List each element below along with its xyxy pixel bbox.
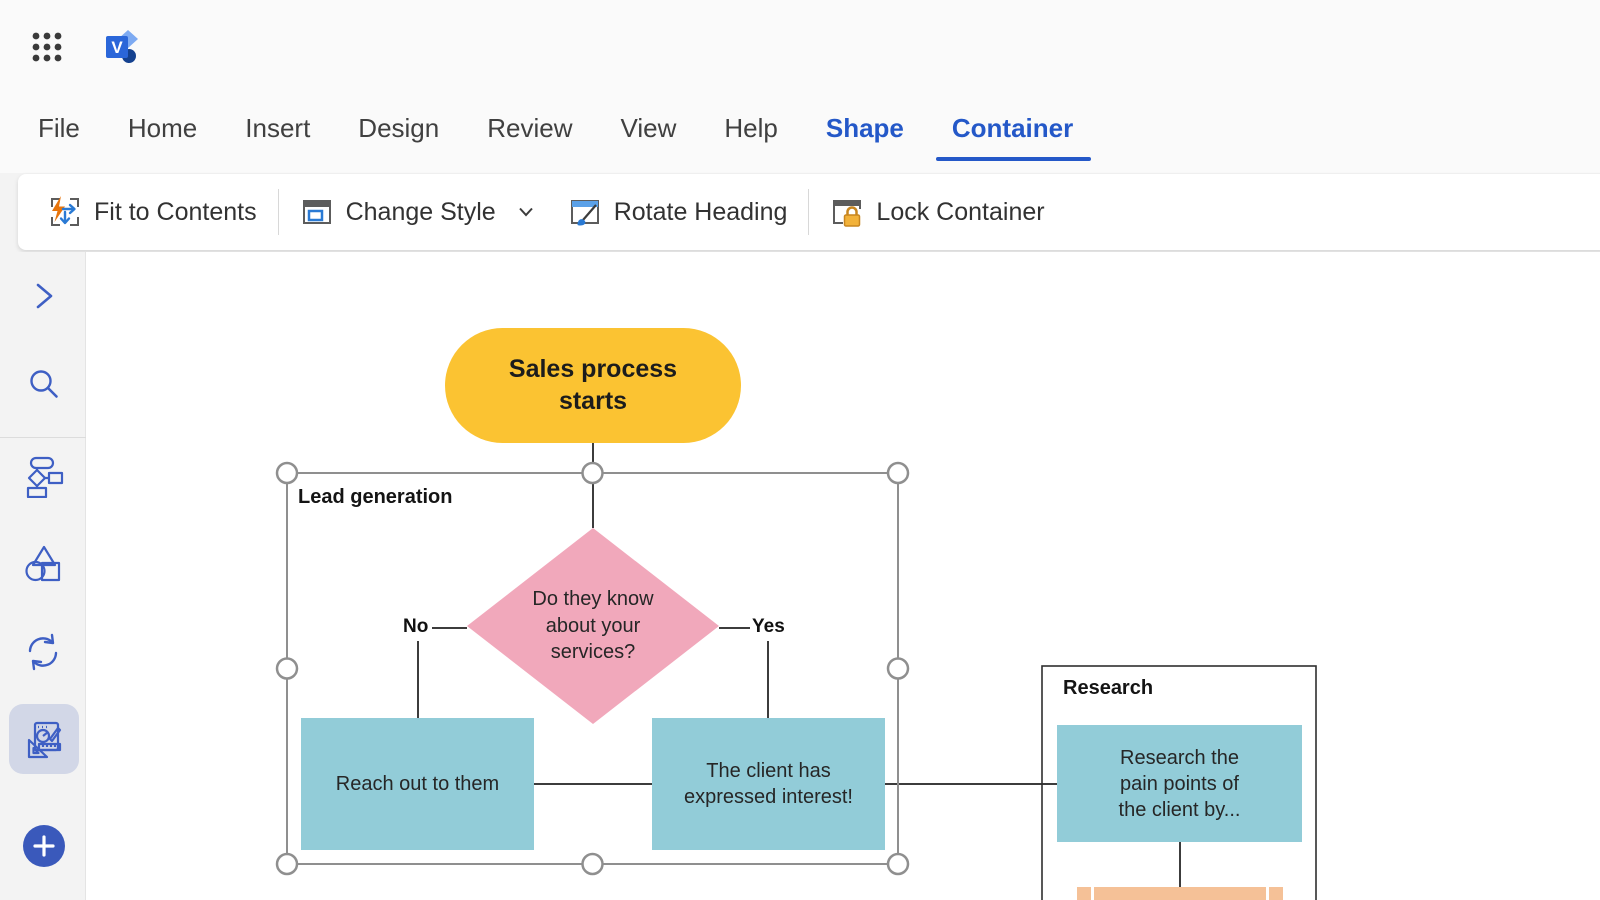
process-shape-expressed-interest[interactable]: The client has expressed interest! xyxy=(652,718,885,850)
tab-insert[interactable]: Insert xyxy=(245,112,311,143)
tab-view[interactable]: View xyxy=(620,112,677,143)
flowchart-shapes-button[interactable] xyxy=(21,454,65,498)
connector-label-no[interactable]: No xyxy=(403,616,429,637)
lead-generation-container-label[interactable]: Lead generation xyxy=(298,486,453,508)
selection-handles[interactable] xyxy=(275,461,910,876)
lock-container-icon xyxy=(833,200,862,227)
ribbon-tab-bar: File Home Insert Design Review View Help… xyxy=(0,102,1600,161)
tab-home[interactable]: Home xyxy=(127,112,198,143)
expand-panel-button[interactable] xyxy=(21,274,65,318)
tab-container[interactable]: Container xyxy=(935,112,1092,161)
plus-icon xyxy=(33,835,55,857)
search-shapes-button[interactable] xyxy=(21,362,65,406)
terminator-shape-sales-process-starts[interactable]: Sales process starts xyxy=(445,328,741,443)
research-container-border[interactable] xyxy=(1041,665,1317,900)
change-style-button[interactable]: Change Style xyxy=(300,195,534,229)
visio-logo-icon[interactable]: V xyxy=(105,29,139,65)
tab-file[interactable]: File xyxy=(38,112,80,143)
drawing-tools-button-selected[interactable] xyxy=(9,704,79,774)
rotate-heading-button[interactable]: Rotate Heading xyxy=(568,195,788,229)
shape-label: Research the pain points of the client b… xyxy=(1118,746,1241,821)
process-shape-reach-out[interactable]: Reach out to them xyxy=(301,718,534,850)
process-shape-research-pain-points[interactable]: Research the pain points of the client b… xyxy=(1057,725,1302,842)
app-launcher-waffle-icon[interactable] xyxy=(31,31,63,63)
shapes-icon xyxy=(25,545,61,582)
lock-container-button[interactable]: Lock Container xyxy=(830,195,1045,229)
diagram-layer xyxy=(275,443,1317,900)
rotate-heading-icon xyxy=(570,200,599,226)
predefined-process-shape[interactable] xyxy=(1077,887,1283,900)
change-style-icon xyxy=(302,200,331,224)
toolbar-separator xyxy=(277,189,279,235)
app-header xyxy=(0,0,1600,173)
tab-shape[interactable]: Shape xyxy=(825,112,904,143)
tab-help[interactable]: Help xyxy=(724,112,778,143)
change-style-label: Change Style xyxy=(345,197,496,226)
visio-logo-letter: V xyxy=(111,38,123,57)
shape-label: Do they know about your services? xyxy=(532,588,654,664)
left-tool-sidebar xyxy=(0,252,86,900)
chevron-down-icon xyxy=(518,207,533,217)
shape-label: Sales process starts xyxy=(508,355,678,415)
fit-to-contents-icon xyxy=(51,196,79,226)
search-icon xyxy=(30,370,58,398)
sidebar-divider xyxy=(0,437,86,438)
flowchart-icon xyxy=(26,456,64,498)
drawing-tools-icon xyxy=(27,721,62,759)
toolbar-separator xyxy=(808,189,810,235)
shape-label: Reach out to them xyxy=(335,773,500,795)
chevron-right-icon xyxy=(36,283,53,309)
research-container-label[interactable]: Research xyxy=(1063,677,1154,699)
lock-container-label: Lock Container xyxy=(876,197,1045,226)
fit-to-contents-label: Fit to Contents xyxy=(94,197,257,226)
sync-icon xyxy=(28,633,58,671)
shape-label: The client has expressed interest! xyxy=(684,760,853,808)
rotate-heading-label: Rotate Heading xyxy=(613,197,788,226)
fit-to-contents-button[interactable]: Fit to Contents xyxy=(48,195,257,229)
add-page-button[interactable] xyxy=(23,825,65,867)
connector-label-yes[interactable]: Yes xyxy=(752,616,785,637)
sync-shapes-button[interactable] xyxy=(21,630,65,674)
container-ribbon-toolbar: Fit to Contents Change Style Rotate Head… xyxy=(18,174,1600,250)
connectors[interactable] xyxy=(417,443,1181,887)
drawing-canvas[interactable]: Sales process starts Do they know about … xyxy=(86,252,1600,900)
tab-design[interactable]: Design xyxy=(358,112,440,143)
basic-shapes-button[interactable] xyxy=(21,542,65,586)
tab-review[interactable]: Review xyxy=(487,112,573,143)
